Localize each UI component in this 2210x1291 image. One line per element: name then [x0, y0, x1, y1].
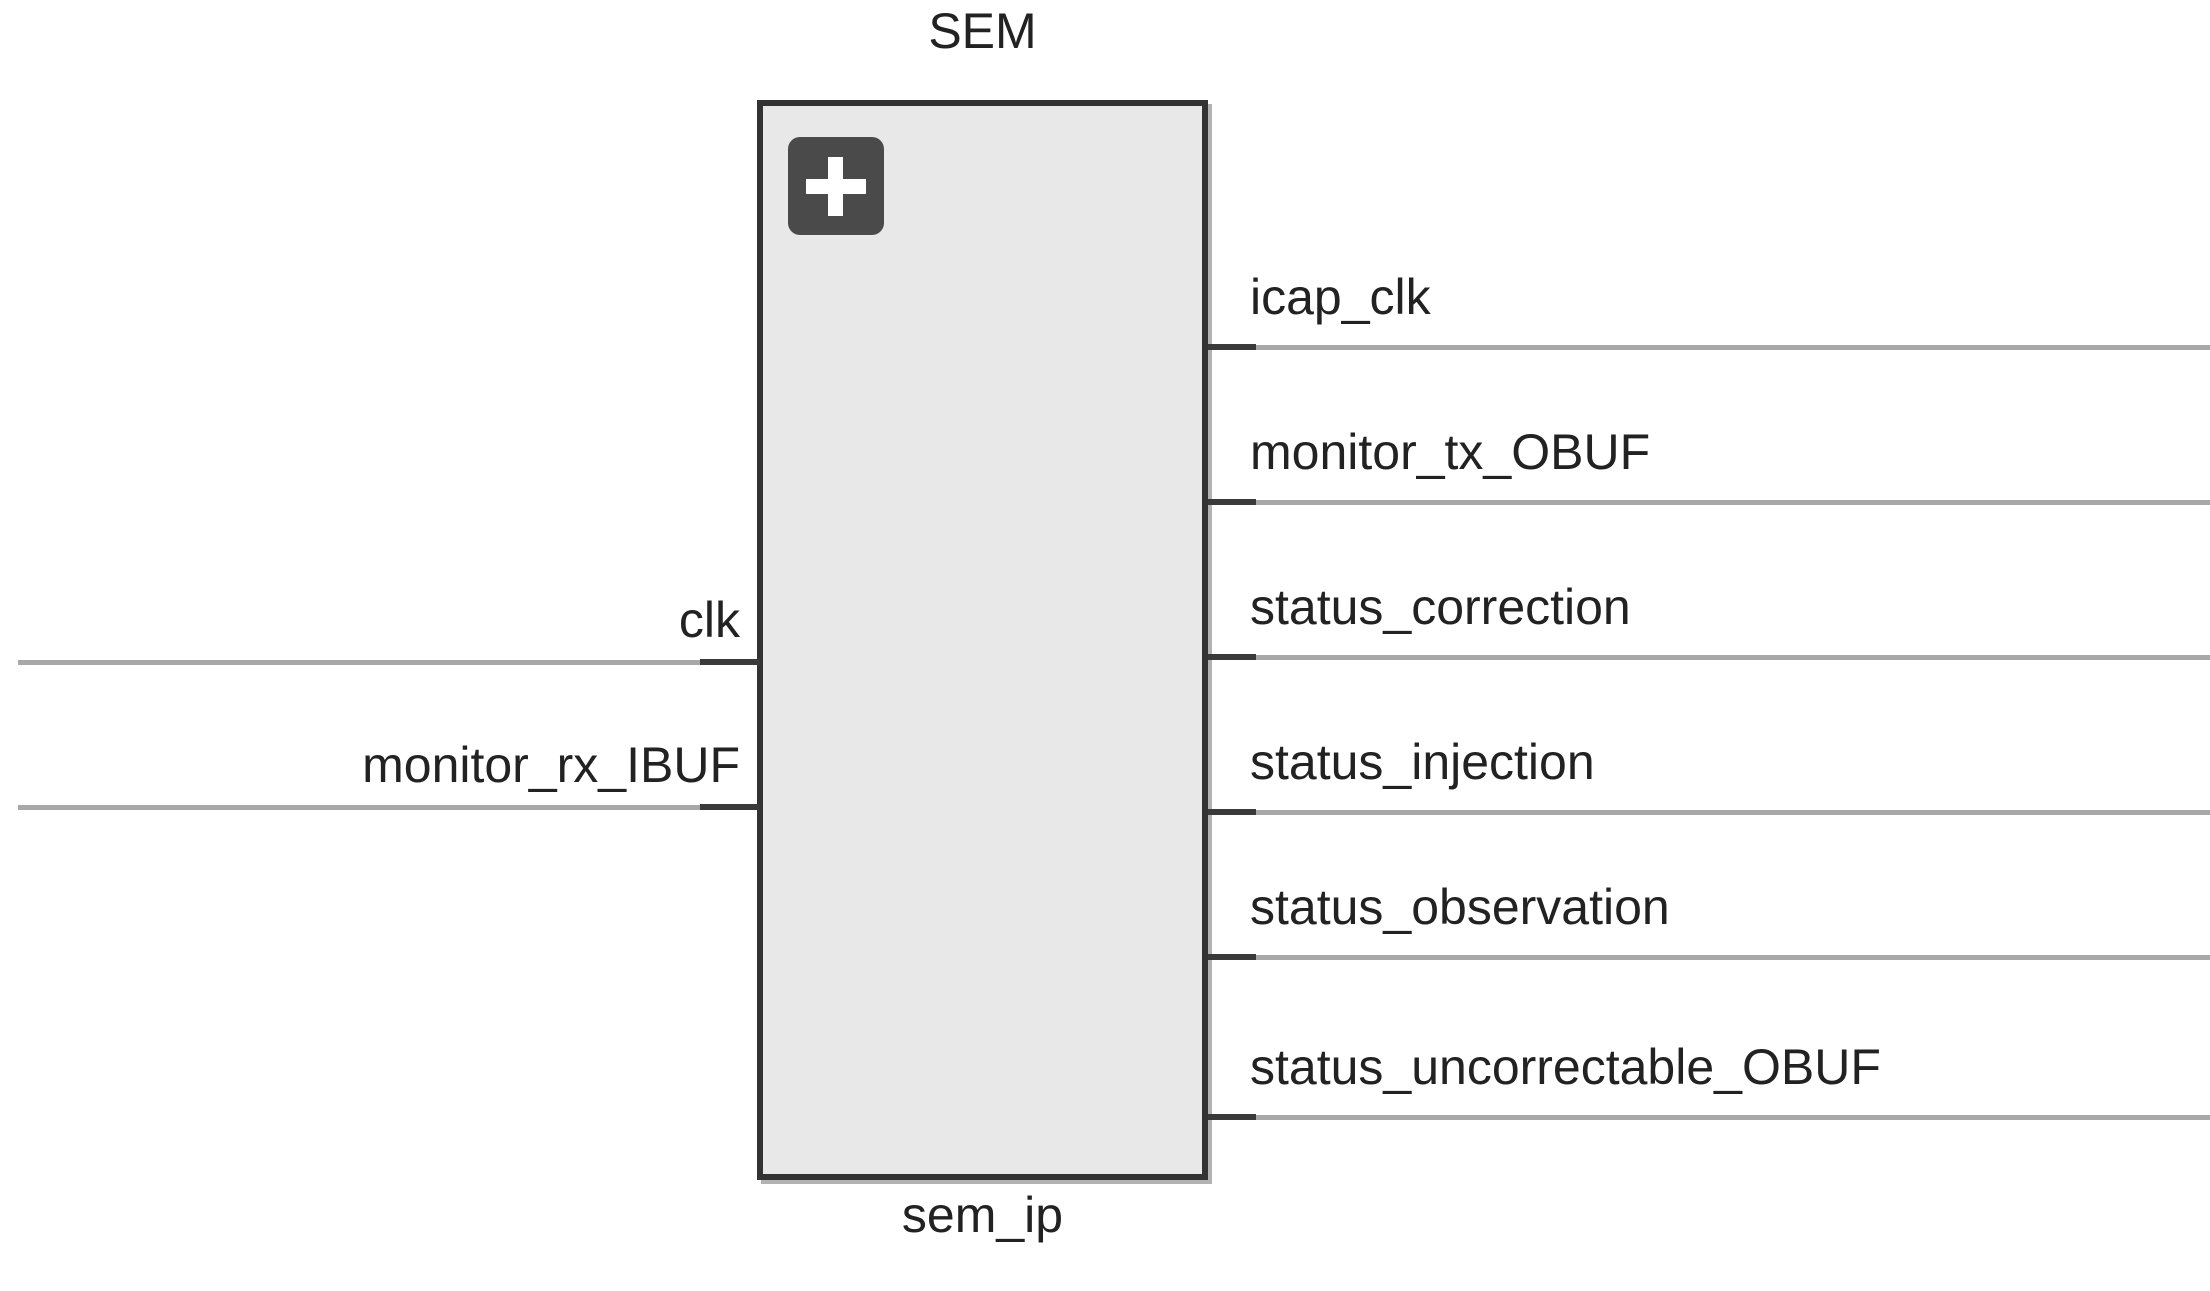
output-wire-icap-clk[interactable] [1208, 345, 2210, 350]
output-wire-monitor-tx-obuf[interactable] [1208, 500, 2210, 505]
block-title: SEM [928, 3, 1037, 59]
input-label-monitor-rx-ibuf: monitor_rx_IBUF [362, 737, 740, 793]
block-instance-name: sem_ip [901, 1187, 1064, 1243]
output-label-monitor-tx-obuf: monitor_tx_OBUF [1250, 424, 1651, 480]
output-label-status-injection: status_injection [1250, 734, 1595, 790]
output-stub-status-correction [1208, 654, 1256, 660]
plus-icon[interactable] [788, 137, 884, 235]
output-wire-status-observation[interactable] [1208, 955, 2210, 960]
plus-icon-vertical-bar [828, 157, 843, 216]
input-wire-clk[interactable] [18, 660, 740, 665]
input-label-clk: clk [678, 592, 740, 648]
input-stub-clk [700, 659, 760, 665]
input-stub-monitor-rx-ibuf [700, 804, 760, 810]
output-stub-status-uncorrectable-obuf [1208, 1114, 1256, 1120]
output-label-status-observation: status_observation [1250, 879, 1670, 935]
output-stub-icap-clk [1208, 344, 1256, 350]
output-stub-monitor-tx-obuf [1208, 499, 1256, 505]
output-wire-status-uncorrectable-obuf[interactable] [1208, 1115, 2210, 1120]
input-wire-monitor-rx-ibuf[interactable] [18, 805, 740, 810]
output-stub-status-observation [1208, 954, 1256, 960]
output-label-status-correction: status_correction [1250, 579, 1631, 635]
sem-block[interactable] [757, 100, 1208, 1180]
output-label-icap-clk: icap_clk [1250, 269, 1431, 325]
output-label-status-uncorrectable-obuf: status_uncorrectable_OBUF [1250, 1039, 1881, 1095]
output-wire-status-injection[interactable] [1208, 810, 2210, 815]
output-stub-status-injection [1208, 809, 1256, 815]
output-wire-status-correction[interactable] [1208, 655, 2210, 660]
